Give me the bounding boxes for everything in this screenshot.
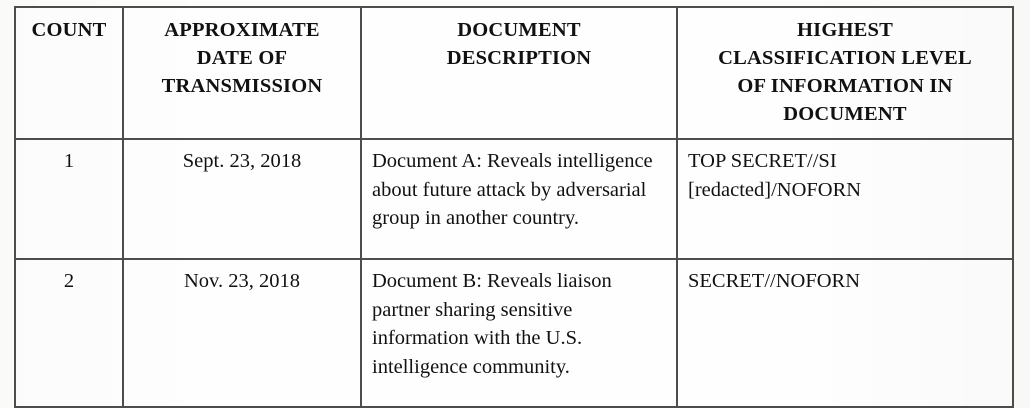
- table-body: 1 Sept. 23, 2018 Document A: Reveals int…: [14, 138, 1014, 408]
- cell-description: Document B: Reveals liaison partner shar…: [360, 258, 678, 408]
- table-row: 2 Nov. 23, 2018 Document B: Reveals liai…: [14, 258, 1014, 408]
- table-header-row: COUNT APPROXIMATE DATE OF TRANSMISSION D…: [14, 6, 1014, 140]
- column-header-description: DOCUMENT DESCRIPTION: [360, 6, 678, 140]
- cell-classification: TOP SECRET//SI [redacted]/NOFORN: [676, 138, 1014, 260]
- counts-table: COUNT APPROXIMATE DATE OF TRANSMISSION D…: [14, 6, 1014, 408]
- cell-date: Nov. 23, 2018: [122, 258, 362, 408]
- table-container: COUNT APPROXIMATE DATE OF TRANSMISSION D…: [14, 6, 1014, 408]
- cell-count: 2: [14, 258, 124, 408]
- cell-description: Document A: Reveals intelligence about f…: [360, 138, 678, 260]
- cell-date: Sept. 23, 2018: [122, 138, 362, 260]
- cell-classification: SECRET//NOFORN: [676, 258, 1014, 408]
- column-header-count: COUNT: [14, 6, 124, 140]
- cell-count: 1: [14, 138, 124, 260]
- table-header: COUNT APPROXIMATE DATE OF TRANSMISSION D…: [14, 6, 1014, 140]
- table-row: 1 Sept. 23, 2018 Document A: Reveals int…: [14, 138, 1014, 260]
- column-header-classification: HIGHEST CLASSIFICATION LEVEL OF INFORMAT…: [676, 6, 1014, 140]
- column-header-date: APPROXIMATE DATE OF TRANSMISSION: [122, 6, 362, 140]
